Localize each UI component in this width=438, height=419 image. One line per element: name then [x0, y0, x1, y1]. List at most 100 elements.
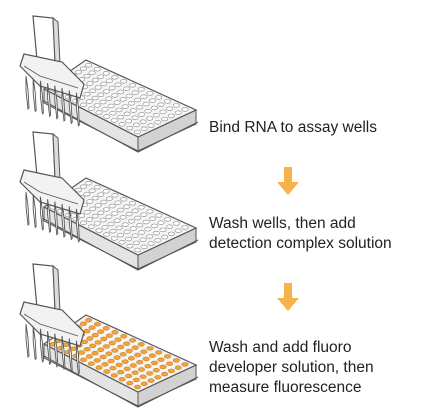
plate-well [146, 234, 154, 239]
plate-well [131, 370, 139, 375]
pipette-tip [61, 335, 66, 370]
plate-well [174, 365, 182, 370]
plate-well [148, 98, 156, 103]
plate-well [91, 195, 99, 201]
plate-well [88, 325, 96, 330]
plate-well [91, 332, 99, 338]
plate-well [105, 196, 113, 201]
pipette-tip [39, 328, 44, 363]
plate-well [140, 381, 148, 387]
plate-well [125, 211, 133, 217]
plate-well [129, 363, 137, 368]
pipette-manifold [19, 53, 85, 99]
plate-well [167, 231, 175, 237]
plate-well [117, 344, 125, 350]
plate-well [121, 222, 129, 227]
plate-well [125, 373, 133, 379]
plate-well [142, 101, 150, 107]
plate-well [125, 348, 133, 354]
plate-well [127, 356, 135, 361]
plate-well [89, 88, 97, 94]
step-2-label: Wash wells, then add detection complex s… [209, 214, 392, 254]
plate-well [151, 360, 159, 366]
plate-well [97, 74, 105, 79]
plate-well [97, 92, 105, 98]
plate-well [110, 118, 118, 123]
plate-well [136, 222, 144, 228]
multichannel-pipette-icon [19, 131, 85, 243]
plate-well [151, 223, 159, 229]
plate-well [99, 99, 107, 105]
plate-well [129, 226, 137, 231]
plate-well [74, 69, 82, 75]
plate-well [132, 122, 140, 128]
pipette-manifold [19, 169, 85, 215]
plate-well [108, 203, 116, 209]
plate-well [85, 217, 93, 222]
plate-well [134, 352, 142, 358]
plate-well [101, 107, 109, 112]
plate-well [134, 97, 142, 103]
plate-well [83, 346, 91, 352]
plate-well [113, 100, 121, 105]
plate-well [134, 215, 142, 221]
plate-well [125, 118, 133, 124]
plate-well [93, 184, 101, 190]
plate-well [114, 337, 122, 342]
plate-well [166, 224, 174, 229]
plate-well [139, 374, 147, 379]
pipette-tip [39, 196, 44, 231]
plate-well [146, 209, 154, 214]
plate-well [118, 122, 126, 127]
plate-well [126, 243, 134, 249]
plate-well [93, 66, 101, 72]
plate-well [164, 354, 172, 359]
step-3-line-2: developer solution, then [209, 359, 374, 376]
plate-well [80, 321, 88, 326]
plate-well [101, 225, 109, 230]
plate-well [147, 123, 155, 128]
plate-well [111, 348, 119, 353]
plate-well [115, 107, 123, 113]
pipette-tip [75, 92, 80, 127]
plate-well [80, 184, 88, 189]
pipette-tip [68, 338, 73, 373]
plate-well [105, 333, 113, 338]
plate-well [103, 114, 111, 119]
step-1-line-1: Bind RNA to assay wells [209, 119, 377, 136]
plate-well [134, 384, 142, 390]
plate-well [105, 214, 113, 219]
arrow-shape [277, 167, 299, 195]
plate-well [94, 203, 102, 208]
plate-well [103, 207, 111, 212]
plate-well [120, 79, 128, 84]
plate-well [172, 221, 180, 226]
plate-well [138, 112, 146, 117]
plate-well [87, 106, 95, 111]
plate-well [102, 326, 110, 331]
plate-well [117, 369, 125, 375]
plate-well [144, 108, 152, 114]
plate-well [70, 346, 78, 351]
pipette-tip [47, 331, 52, 366]
plate-well [131, 233, 139, 238]
plate-well [151, 105, 159, 111]
pipette-tip [32, 78, 37, 113]
pipette-tip [61, 203, 66, 238]
pipette-tip [25, 75, 30, 110]
plate-well [88, 188, 96, 193]
pipette-tip [75, 208, 80, 243]
plate-well [85, 354, 93, 359]
plate-well [167, 368, 175, 374]
plate-well [132, 377, 140, 383]
plate-well [134, 247, 142, 253]
plate-well [83, 191, 91, 197]
plate-well [105, 78, 113, 83]
plate-well [137, 87, 145, 92]
plate-well [93, 358, 101, 363]
plate-well [107, 221, 115, 227]
pipette-tip [32, 326, 37, 361]
plate-well [142, 356, 150, 362]
pipette-tip [32, 194, 37, 229]
plate-well [111, 193, 119, 198]
